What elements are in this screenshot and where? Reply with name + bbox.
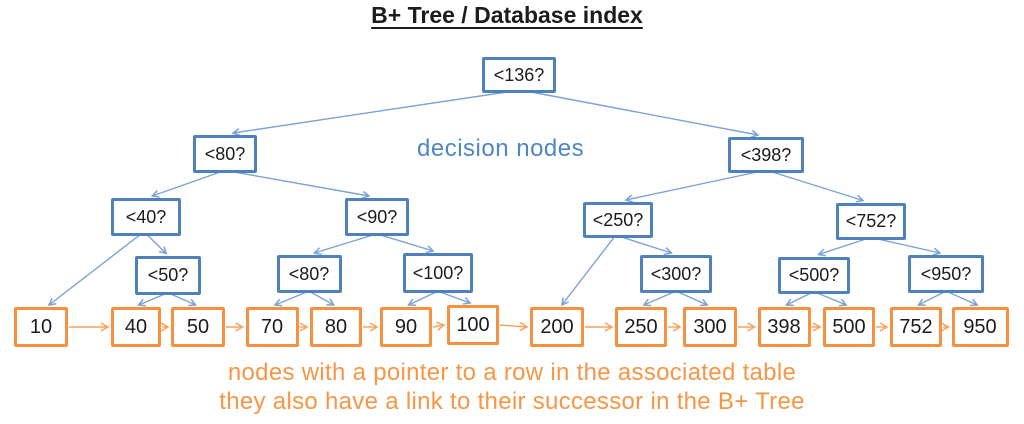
leaf-node-80: 80	[310, 307, 362, 347]
tree-edge-q398-q752	[772, 171, 865, 203]
leaf-node-10: 10	[14, 307, 68, 347]
tree-edge-q752-q500	[817, 237, 868, 257]
diagram-title: B+ Tree / Database index	[371, 2, 643, 28]
tree-edge-q80-q40	[150, 171, 221, 198]
leaf-node-100: 100	[447, 305, 499, 345]
decision-node-500: <500?	[778, 256, 850, 294]
tree-edge-q40-q50	[146, 234, 168, 255]
decision-node-50: <50?	[135, 255, 201, 295]
tree-edge-q40-v10	[47, 234, 141, 306]
tree-edge-q398-q250	[624, 171, 758, 203]
leaf-caption-line2: they also have a link to their successor…	[219, 388, 805, 415]
tree-edge-q136-q80	[231, 91, 508, 137]
tree-edge-q50-v40	[137, 292, 167, 307]
tree-edge-q136-q398	[530, 91, 760, 138]
decision-node-300: <300?	[640, 255, 712, 293]
successor-edge-v100-v200	[499, 325, 527, 327]
leaf-node-950: 950	[951, 307, 1009, 347]
tree-edge-q250-q300	[621, 236, 673, 256]
decision-node-100: <100?	[403, 253, 473, 293]
leaf-node-40: 40	[111, 307, 161, 347]
tree-edge-q50-v50	[169, 292, 198, 307]
tree-edge-q300-v300	[677, 291, 709, 307]
decision-node-250: <250?	[583, 202, 653, 238]
decision-node-40: <40?	[111, 198, 181, 236]
decision-node-752: <752?	[836, 202, 906, 240]
decision-node-80: <80?	[193, 135, 257, 173]
tree-edge-q300-v250	[642, 291, 675, 307]
leaf-node-500: 500	[823, 307, 875, 347]
decision-node-136: <136?	[482, 57, 556, 93]
tree-edge-q90-q100	[380, 234, 435, 254]
decision-node-950: <950?	[908, 255, 984, 293]
successor-edge-v90-v100	[432, 325, 444, 327]
tree-edge-q100-v100	[439, 291, 472, 305]
leaf-node-50: 50	[171, 307, 225, 347]
decision-node-398: <398?	[728, 137, 804, 173]
tree-edge-q80b-v80	[310, 291, 336, 306]
decision-node-90: <90?	[345, 198, 409, 236]
tree-edge-q500-v398	[784, 291, 813, 307]
leaf-caption-line1: nodes with a pointer to a row in the ass…	[227, 359, 797, 386]
leaf-node-200: 200	[530, 307, 584, 347]
leaf-caption: nodes with a pointer to a row in the ass…	[0, 358, 1024, 416]
leaf-node-300: 300	[683, 307, 737, 347]
tree-edge-q950-v950	[947, 291, 979, 307]
tree-edge-q80-q90	[233, 171, 371, 200]
leaf-node-70: 70	[245, 307, 299, 347]
tree-edge-q90-q80b	[312, 234, 374, 256]
tree-edge-q752-q950	[875, 237, 942, 256]
tree-edge-q80b-v70	[273, 291, 308, 307]
decision-nodes-label: decision nodes	[417, 135, 585, 162]
tree-edge-q100-v90	[407, 291, 437, 307]
tree-edge-q950-v752	[916, 291, 945, 306]
leaf-node-90: 90	[380, 307, 432, 347]
decision-node-80: <80?	[276, 255, 342, 293]
leaf-node-398: 398	[757, 307, 811, 347]
leaf-node-752: 752	[890, 307, 942, 347]
tree-edge-q250-v200	[560, 236, 615, 307]
tree-edge-q500-v500	[815, 291, 848, 307]
leaf-node-250: 250	[615, 307, 667, 347]
